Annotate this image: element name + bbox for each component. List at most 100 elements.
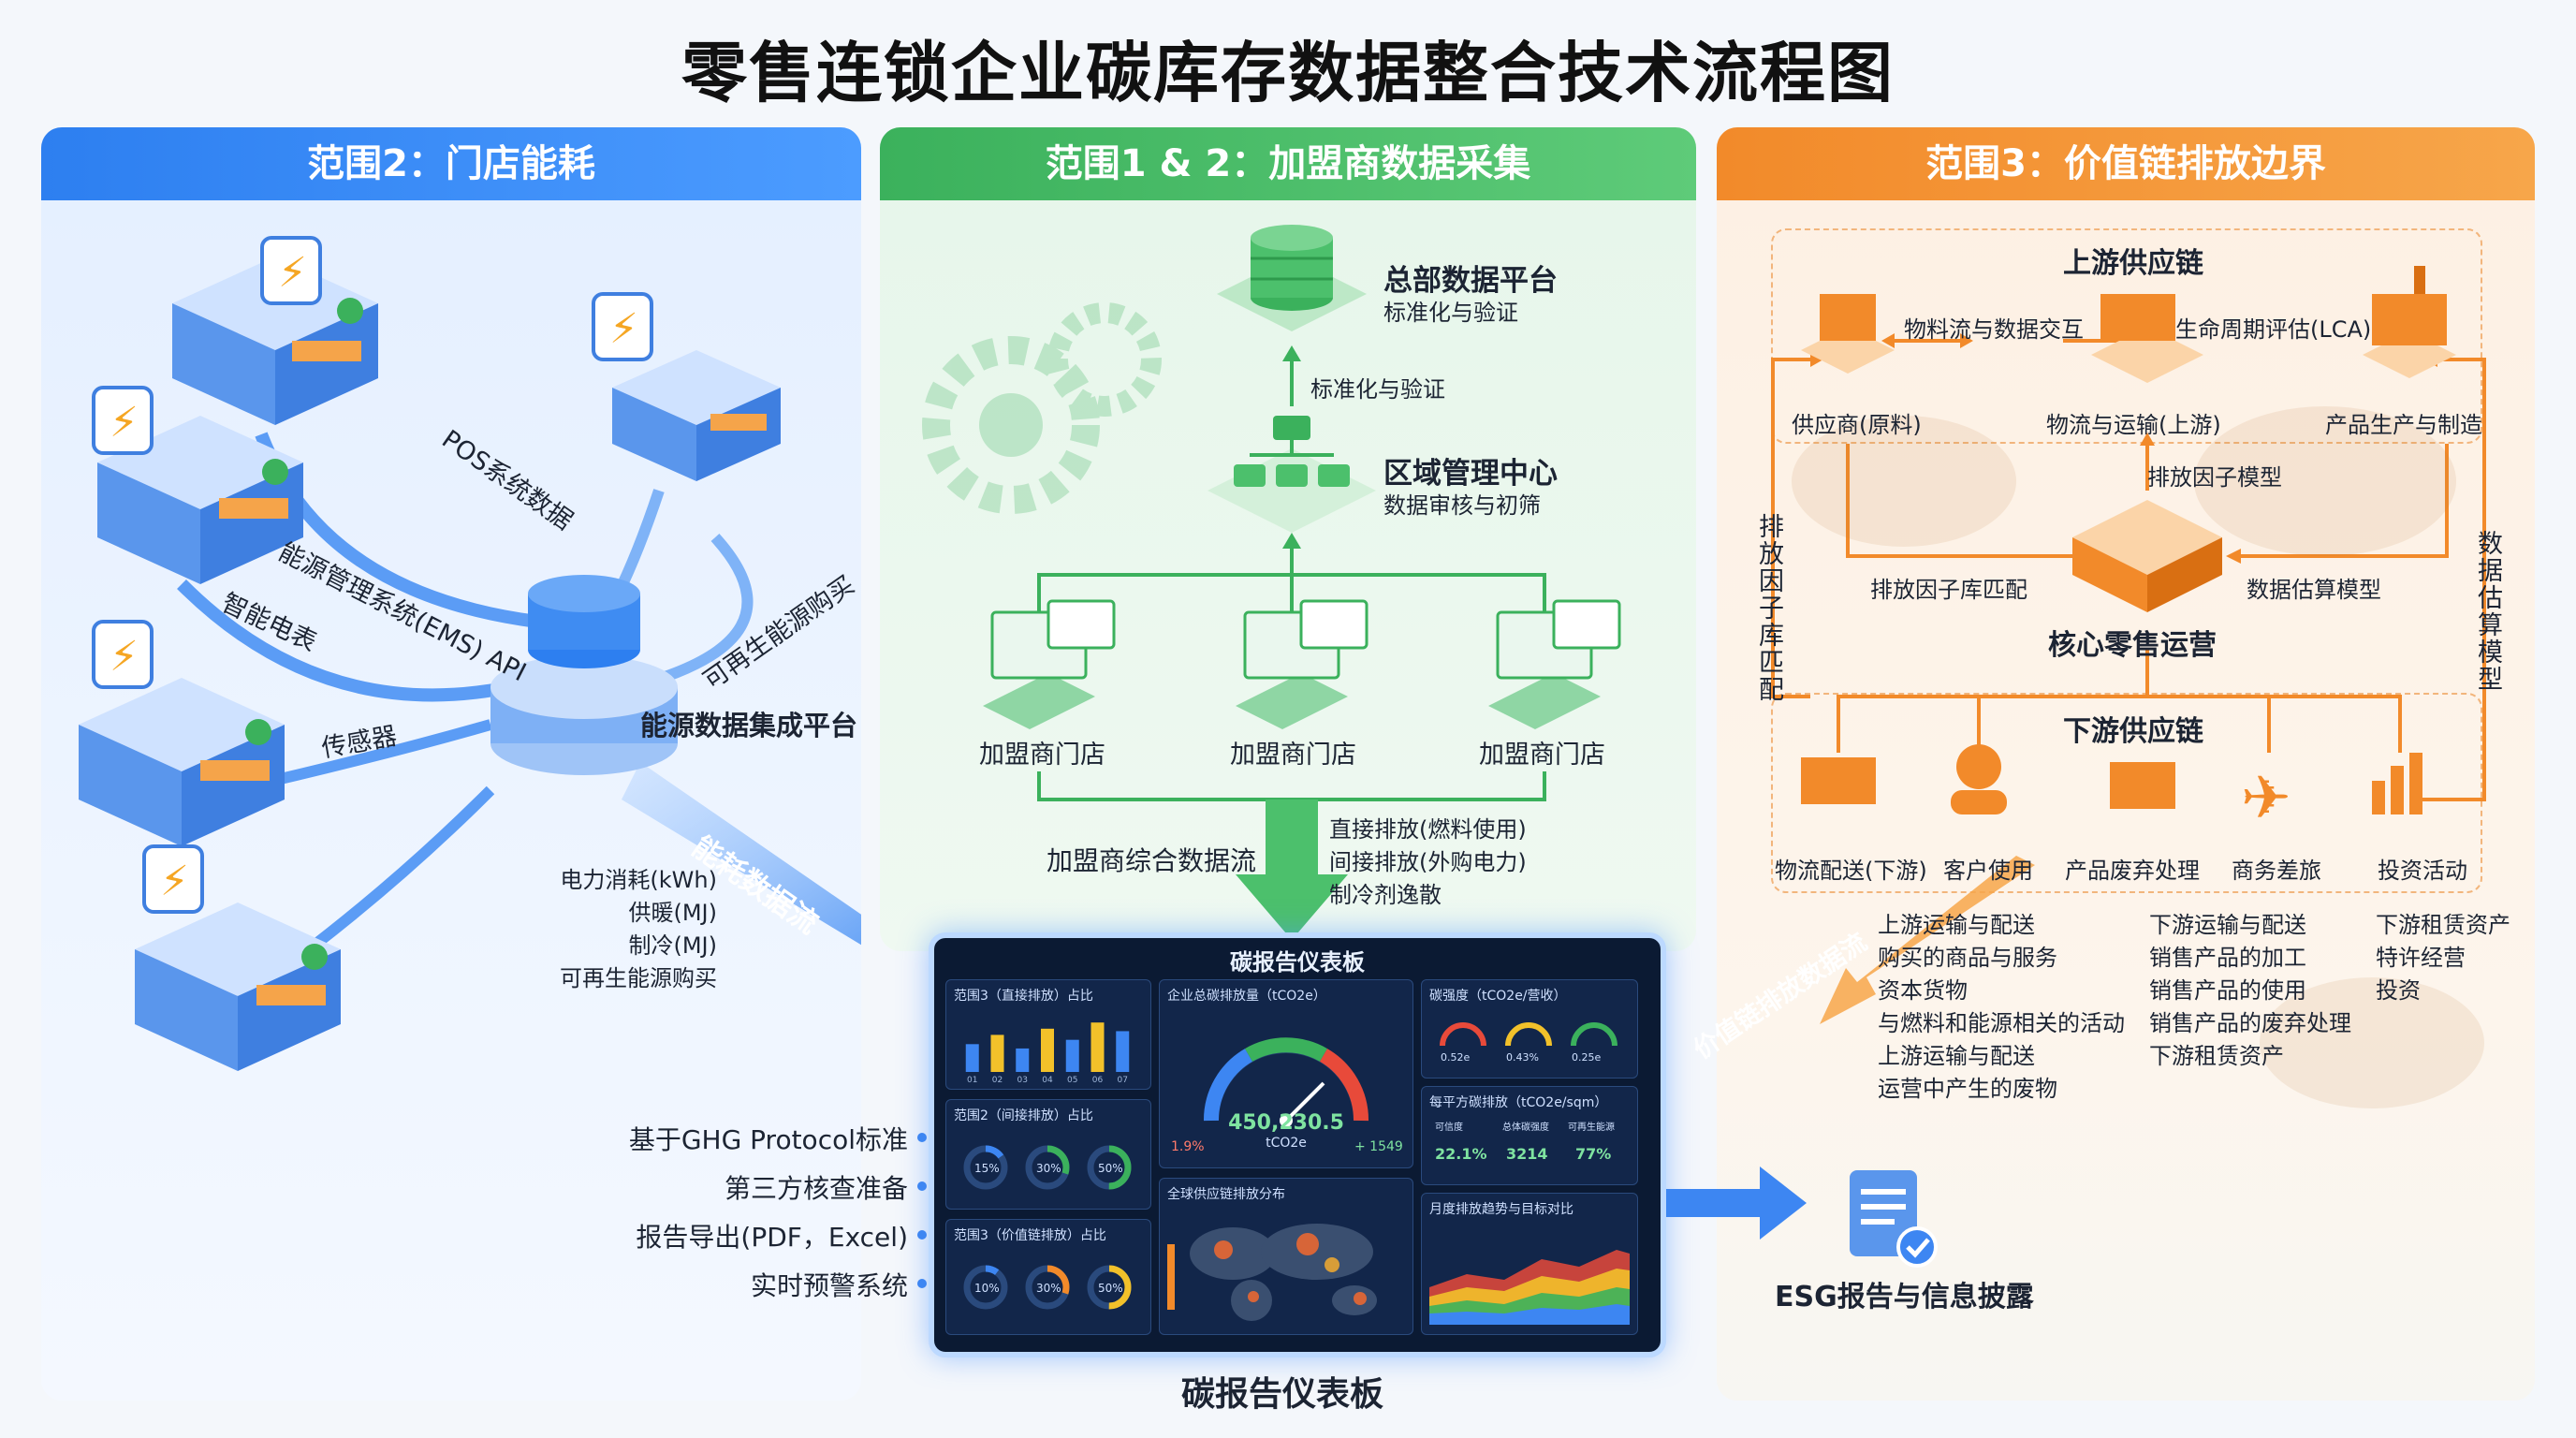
report-document-icon <box>1850 1170 1938 1268</box>
cat1-item: 与燃料和能源相关的活动 <box>1878 1010 2125 1036</box>
hq-subtitle: 标准化与验证 <box>1383 300 1518 326</box>
standardize-label: 标准化与验证 <box>1310 376 1445 403</box>
factory-icon <box>2363 266 2456 378</box>
vertical-estimate-model: 数据估算模型 <box>2473 530 2502 693</box>
gauge-unit: tCO2e <box>1266 1136 1307 1151</box>
scope12-diagram <box>922 225 1621 940</box>
bar-tick-label: 05 <box>1067 1076 1077 1083</box>
feature-item: 报告导出(PDF，Excel) <box>636 1217 927 1266</box>
svg-text:✈: ✈ <box>2241 764 2291 833</box>
sqm-col-2: 总体碳强度 <box>1502 1123 1549 1133</box>
cat1-item: 购买的商品与服务 <box>1878 945 2057 971</box>
feature-dot <box>917 1181 927 1191</box>
card-scope3b-share: 范围3（价值链排放）占比 10% 30% 50% <box>945 1219 1151 1335</box>
gear-icon <box>922 302 1162 514</box>
feature-label: 基于GHG Protocol标准 <box>628 1124 908 1155</box>
scope3-pct-1: 10% <box>974 1282 1000 1295</box>
energy-flow-arrow <box>622 762 861 946</box>
category-list-3: 下游租赁资产 特许经营 投资 <box>2376 906 2510 1005</box>
bar <box>1090 1022 1105 1072</box>
bar <box>965 1044 979 1072</box>
card-scope2-share: 范围2（间接排放）占比 15% 30% 50% <box>945 1099 1151 1210</box>
dashboard-caption: 碳报告仪表板 <box>1181 1375 1384 1414</box>
intensity-val-3: 0.25e <box>1572 1051 1602 1064</box>
cat1-item: 运营中产生的废物 <box>1878 1076 2057 1102</box>
scope2-header: 范围2：门店能耗 <box>41 127 861 200</box>
bar-tick-label: 07 <box>1118 1076 1128 1083</box>
estimate-model-label: 数据估算模型 <box>2247 577 2381 603</box>
page-title: 零售连锁企业碳库存数据整合技术流程图 <box>681 35 1895 111</box>
bar <box>1016 1048 1030 1072</box>
lightning-icon-5: ⚡ <box>592 292 653 361</box>
factor-match-label: 排放因子库匹配 <box>1870 577 2027 603</box>
hq-database-icon <box>1217 225 1367 331</box>
bar-tick-label: 04 <box>1042 1076 1053 1083</box>
card-gauge-title: 企业总碳排放量（tCO2e） <box>1167 989 1326 1004</box>
donut-row-scope2 <box>963 1145 1132 1190</box>
vertical-factor-match: 排放因子库匹配 <box>1754 513 1783 703</box>
svg-text:⚡: ⚡ <box>110 399 139 447</box>
franchise-flow-label: 加盟商综合数据流 <box>1046 845 1257 876</box>
bar <box>1041 1028 1054 1072</box>
value-chain-flow-arrow <box>1820 856 2035 1024</box>
scope3-pct-3: 50% <box>1098 1282 1123 1295</box>
feature-label: 第三方核查准备 <box>724 1173 908 1204</box>
card-total-emissions: 企业总碳排放量（tCO2e） 450,230.5 tCO2e 1.9% + 15… <box>1159 979 1413 1168</box>
gauge-left-stat: 1.9% <box>1171 1139 1205 1154</box>
esg-label: ESG报告与信息披露 <box>1775 1281 2034 1313</box>
node-manufacturing: 产品生产与制造 <box>2325 412 2482 438</box>
metric-cooling: 制冷(MJ) <box>628 932 717 959</box>
node-supplier: 供应商(原料) <box>1792 412 1922 438</box>
bar <box>990 1034 1004 1072</box>
dashboard-title: 碳报告仪表板 <box>1230 949 1365 976</box>
sqm-val-1: 22.1% <box>1435 1145 1487 1163</box>
lightning-icon-2: ⚡ <box>92 386 154 455</box>
feature-label: 实时预警系统 <box>750 1270 908 1301</box>
laptop-icon-2 <box>1236 599 1368 729</box>
plane-icon: ✈ <box>2241 764 2291 833</box>
disposal-icon <box>2110 762 2175 809</box>
cat2-item: 销售产品的废弃处理 <box>2149 1010 2351 1036</box>
bar-tick-label: 01 <box>967 1076 977 1083</box>
gauge-value: 450,230.5 <box>1228 1111 1344 1135</box>
dashboard-features: 基于GHG Protocol标准 第三方核查准备 报告导出(PDF，Excel)… <box>629 1120 927 1314</box>
cat2-item: 销售产品的使用 <box>2149 977 2306 1004</box>
node-disposal: 产品废弃处理 <box>2065 858 2200 884</box>
metric-electricity: 电力消耗(kWh) <box>560 867 717 893</box>
link-lca: 生命周期评估(LCA) <box>2175 316 2372 343</box>
arrow-renew-2 <box>629 533 754 693</box>
core-retail-label: 核心零售运营 <box>2048 629 2217 662</box>
bar-tick-label: 06 <box>1092 1076 1104 1083</box>
card-global-map: 全球供应链排放分布 <box>1159 1178 1413 1335</box>
arrow-ems <box>177 580 511 702</box>
core-box-icon <box>2072 500 2222 612</box>
svg-text:⚡: ⚡ <box>609 305 638 353</box>
downstream-box <box>1771 693 2482 893</box>
lightning-icon-4: ⚡ <box>142 844 204 914</box>
franchise-store-1: 加盟商门店 <box>979 741 1105 770</box>
factor-model-label: 排放因子模型 <box>2147 464 2282 491</box>
feature-item: 实时预警系统 <box>646 1266 927 1314</box>
emission-types: 直接排放(燃料使用) 间接排放(外购电力) 制冷剂逸散 <box>1329 811 1527 909</box>
card-monthly-trend: 月度排放趋势与目标对比 <box>1421 1193 1638 1335</box>
truck-icon-upstream <box>2091 294 2203 383</box>
cat2-item: 下游运输与配送 <box>2149 912 2306 938</box>
metric-heating: 供暖(MJ) <box>628 900 717 926</box>
area-chart <box>1429 1250 1630 1325</box>
scope2-pct-2: 30% <box>1036 1162 1061 1175</box>
card-trend-title: 月度排放趋势与目标对比 <box>1429 1202 1573 1217</box>
energy-metrics: 电力消耗(kWh) 供暖(MJ) 制冷(MJ) 可再生能源购买 <box>524 861 717 992</box>
delivery-truck-icon <box>1801 757 1876 804</box>
lightning-icon-1: ⚡ <box>260 236 322 305</box>
laptop-icon-3 <box>1488 599 1621 729</box>
cat1-item: 上游运输与配送 <box>1878 912 2035 938</box>
scope3-pct-2: 30% <box>1036 1282 1061 1295</box>
sqm-col-1: 可信度 <box>1435 1123 1463 1133</box>
feature-item: 基于GHG Protocol标准 <box>629 1120 927 1168</box>
scope3-diagram: ✈ <box>1771 266 2486 1108</box>
card-map-title: 全球供应链排放分布 <box>1167 1187 1285 1202</box>
bar-tick-label: 03 <box>1017 1076 1028 1083</box>
bar <box>1116 1031 1130 1072</box>
